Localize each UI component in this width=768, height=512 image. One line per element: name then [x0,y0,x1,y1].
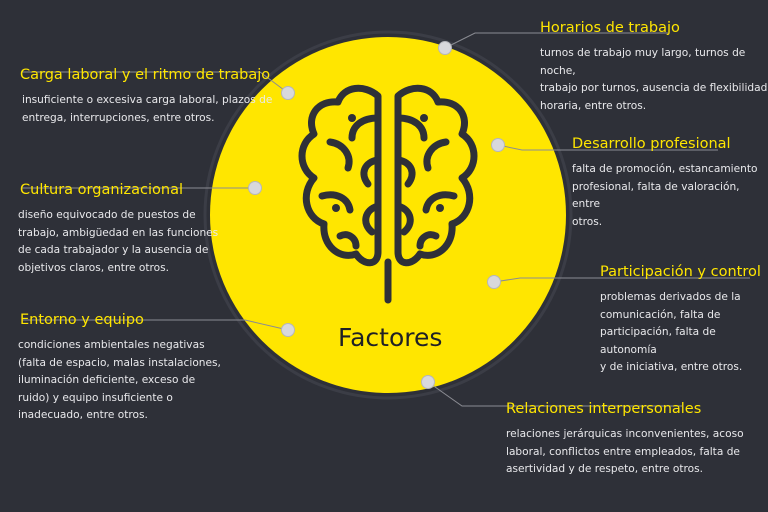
factor-entorno-equipo: Entorno y equipo condiciones ambientales… [18,311,221,425]
brain-dot-mid-left [332,204,340,212]
factor-desc-line: y de iniciativa, entre otros. [600,361,743,373]
factor-desc-line: comunicación, falta de [600,308,721,321]
factor-title: Carga laboral y el ritmo de trabajo [20,67,271,83]
dot-desarrollo [491,138,505,152]
brain-dot-mid-right [436,204,444,212]
factor-desc-line: trabajo por turnos, ausencia de flexibil… [540,82,768,94]
factor-title: Desarrollo profesional [572,136,731,152]
factor-description: condiciones ambientales negativas (falta… [18,337,221,425]
factor-desc-line: participación, falta de autonomía [600,326,716,356]
factor-participacion-control: Participación y control problemas deriva… [600,263,768,377]
dot-carga [281,86,295,100]
factor-desc-line: condiciones ambientales negativas [18,339,205,351]
dot-cultura [248,181,262,195]
factor-description: relaciones jerárquicas inconvenientes, a… [506,426,744,479]
factor-desc-line: (falta de espacio, malas instalaciones, [18,356,221,369]
factor-relaciones-interpersonales: Relaciones interpersonales relaciones je… [506,400,744,479]
factor-desc-line: iluminación deficiente, exceso de [18,374,196,386]
factor-title: Relaciones interpersonales [506,401,702,417]
brain-icon [298,84,478,304]
connector-dots [248,41,505,389]
factor-title: Cultura organizacional [20,182,184,198]
brain-dot-right [420,114,428,122]
center-circle [210,37,566,393]
connector-lines [22,32,750,407]
brain-icon-dots [332,114,444,212]
factor-desc-line: otros. [572,215,603,228]
factor-desc-line: ruido) y equipo insuficiente o [18,391,173,404]
factor-desc-line: de cada trabajador y la ausencia de [18,244,209,256]
connector-desarrollo [497,144,718,151]
factor-desc-line: horaria, entre otros. [540,99,647,112]
factor-carga-laboral: Carga laboral y el ritmo de trabajo insu… [20,66,272,127]
factor-desc-line: trabajo, ambigüedad en las funciones [18,226,219,239]
factor-description: insuficiente o excesiva carga laboral, p… [22,92,272,127]
factor-cultura-organizacional: Cultura organizacional diseño equivocado… [18,181,218,277]
factor-desc-line: laboral, conflictos entre empleados, fal… [506,445,740,458]
factor-desc-line: problemas derivados de la [600,291,741,303]
factor-title: Horarios de trabajo [540,20,680,36]
factor-description: problemas derivados de la comunicación, … [600,289,768,377]
factor-description: falta de promoción, estancamiento profes… [572,161,768,231]
connector-participacion [493,277,750,283]
connector-relaciones [427,381,682,407]
factor-desarrollo-profesional: Desarrollo profesional falta de promoció… [572,135,768,231]
center-label: Factores [338,323,443,352]
factor-desc-line: falta de promoción, estancamiento [572,163,758,175]
connector-carga [22,71,289,94]
brain-dot-left [348,114,356,122]
factor-horarios-trabajo: Horarios de trabajo turnos de trabajo mu… [540,19,768,115]
factor-description: turnos de trabajo muy largo, turnos de n… [540,45,768,115]
factor-desc-line: turnos de trabajo muy largo, turnos de n… [540,47,746,77]
factor-desc-line: entrega, interrupciones, entre otros. [22,111,215,124]
dot-participacion [487,275,501,289]
factor-desc-line: insuficiente o excesiva carga laboral, p… [22,94,273,106]
factor-desc-line: relaciones jerárquicas inconvenientes, a… [506,428,744,440]
center-circle-halo [203,30,573,400]
factor-description: diseño equivocado de puestos de trabajo,… [18,207,218,277]
connector-entorno [22,319,289,331]
factor-desc-line: profesional, falta de valoración, entre [572,180,740,211]
dot-horarios [438,41,452,55]
factor-title: Participación y control [600,264,761,280]
factor-desc-line: objetivos claros, entre otros. [18,261,170,274]
dot-entorno [281,323,295,337]
dot-relaciones [421,375,435,389]
factor-desc-line: diseño equivocado de puestos de [18,209,196,221]
connector-horarios [444,32,668,49]
factor-desc-line: inadecuado, entre otros. [18,409,148,421]
factor-title: Entorno y equipo [20,312,144,328]
factor-desc-line: asertividad y de respeto, entre otros. [506,463,704,475]
